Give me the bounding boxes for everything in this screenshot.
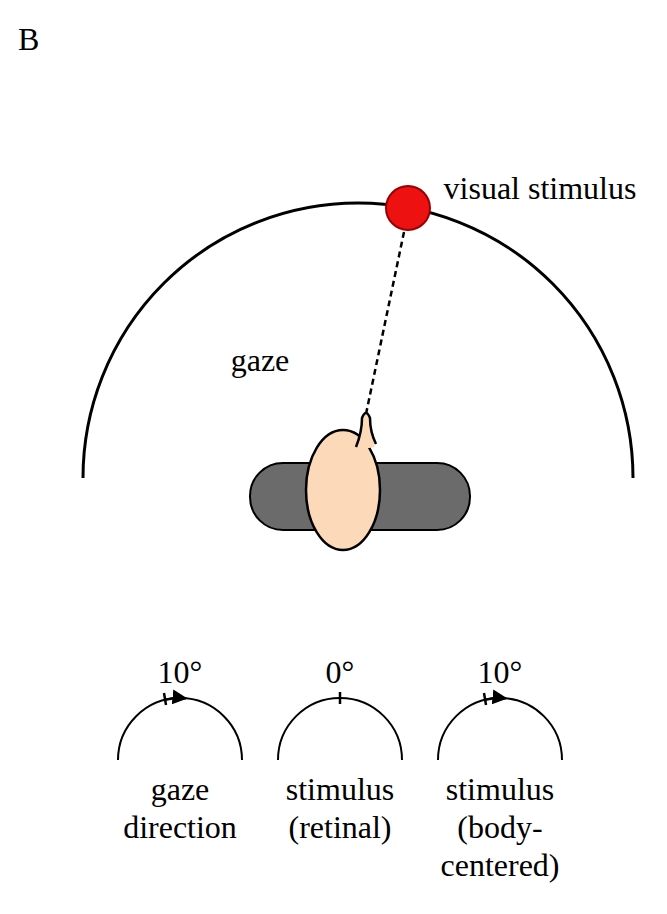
dial-caption: stimulus (body- centered) xyxy=(425,770,575,884)
gaze-label: gaze xyxy=(231,341,290,379)
gaze-line xyxy=(366,232,404,414)
angle-value: 10° xyxy=(478,653,523,691)
angle-value: 10° xyxy=(158,653,203,691)
dial-caption: gaze direction xyxy=(105,770,255,846)
head xyxy=(306,430,380,550)
angle-value: 0° xyxy=(326,653,355,691)
stimulus-label: visual stimulus xyxy=(444,169,637,207)
panel-letter: B xyxy=(18,20,39,58)
retinal-dial xyxy=(278,692,402,760)
dial-caption: stimulus (retinal) xyxy=(265,770,415,846)
gaze-dial xyxy=(118,693,242,760)
visual-stimulus-dot xyxy=(386,186,430,230)
body-centered-dial xyxy=(438,693,562,760)
